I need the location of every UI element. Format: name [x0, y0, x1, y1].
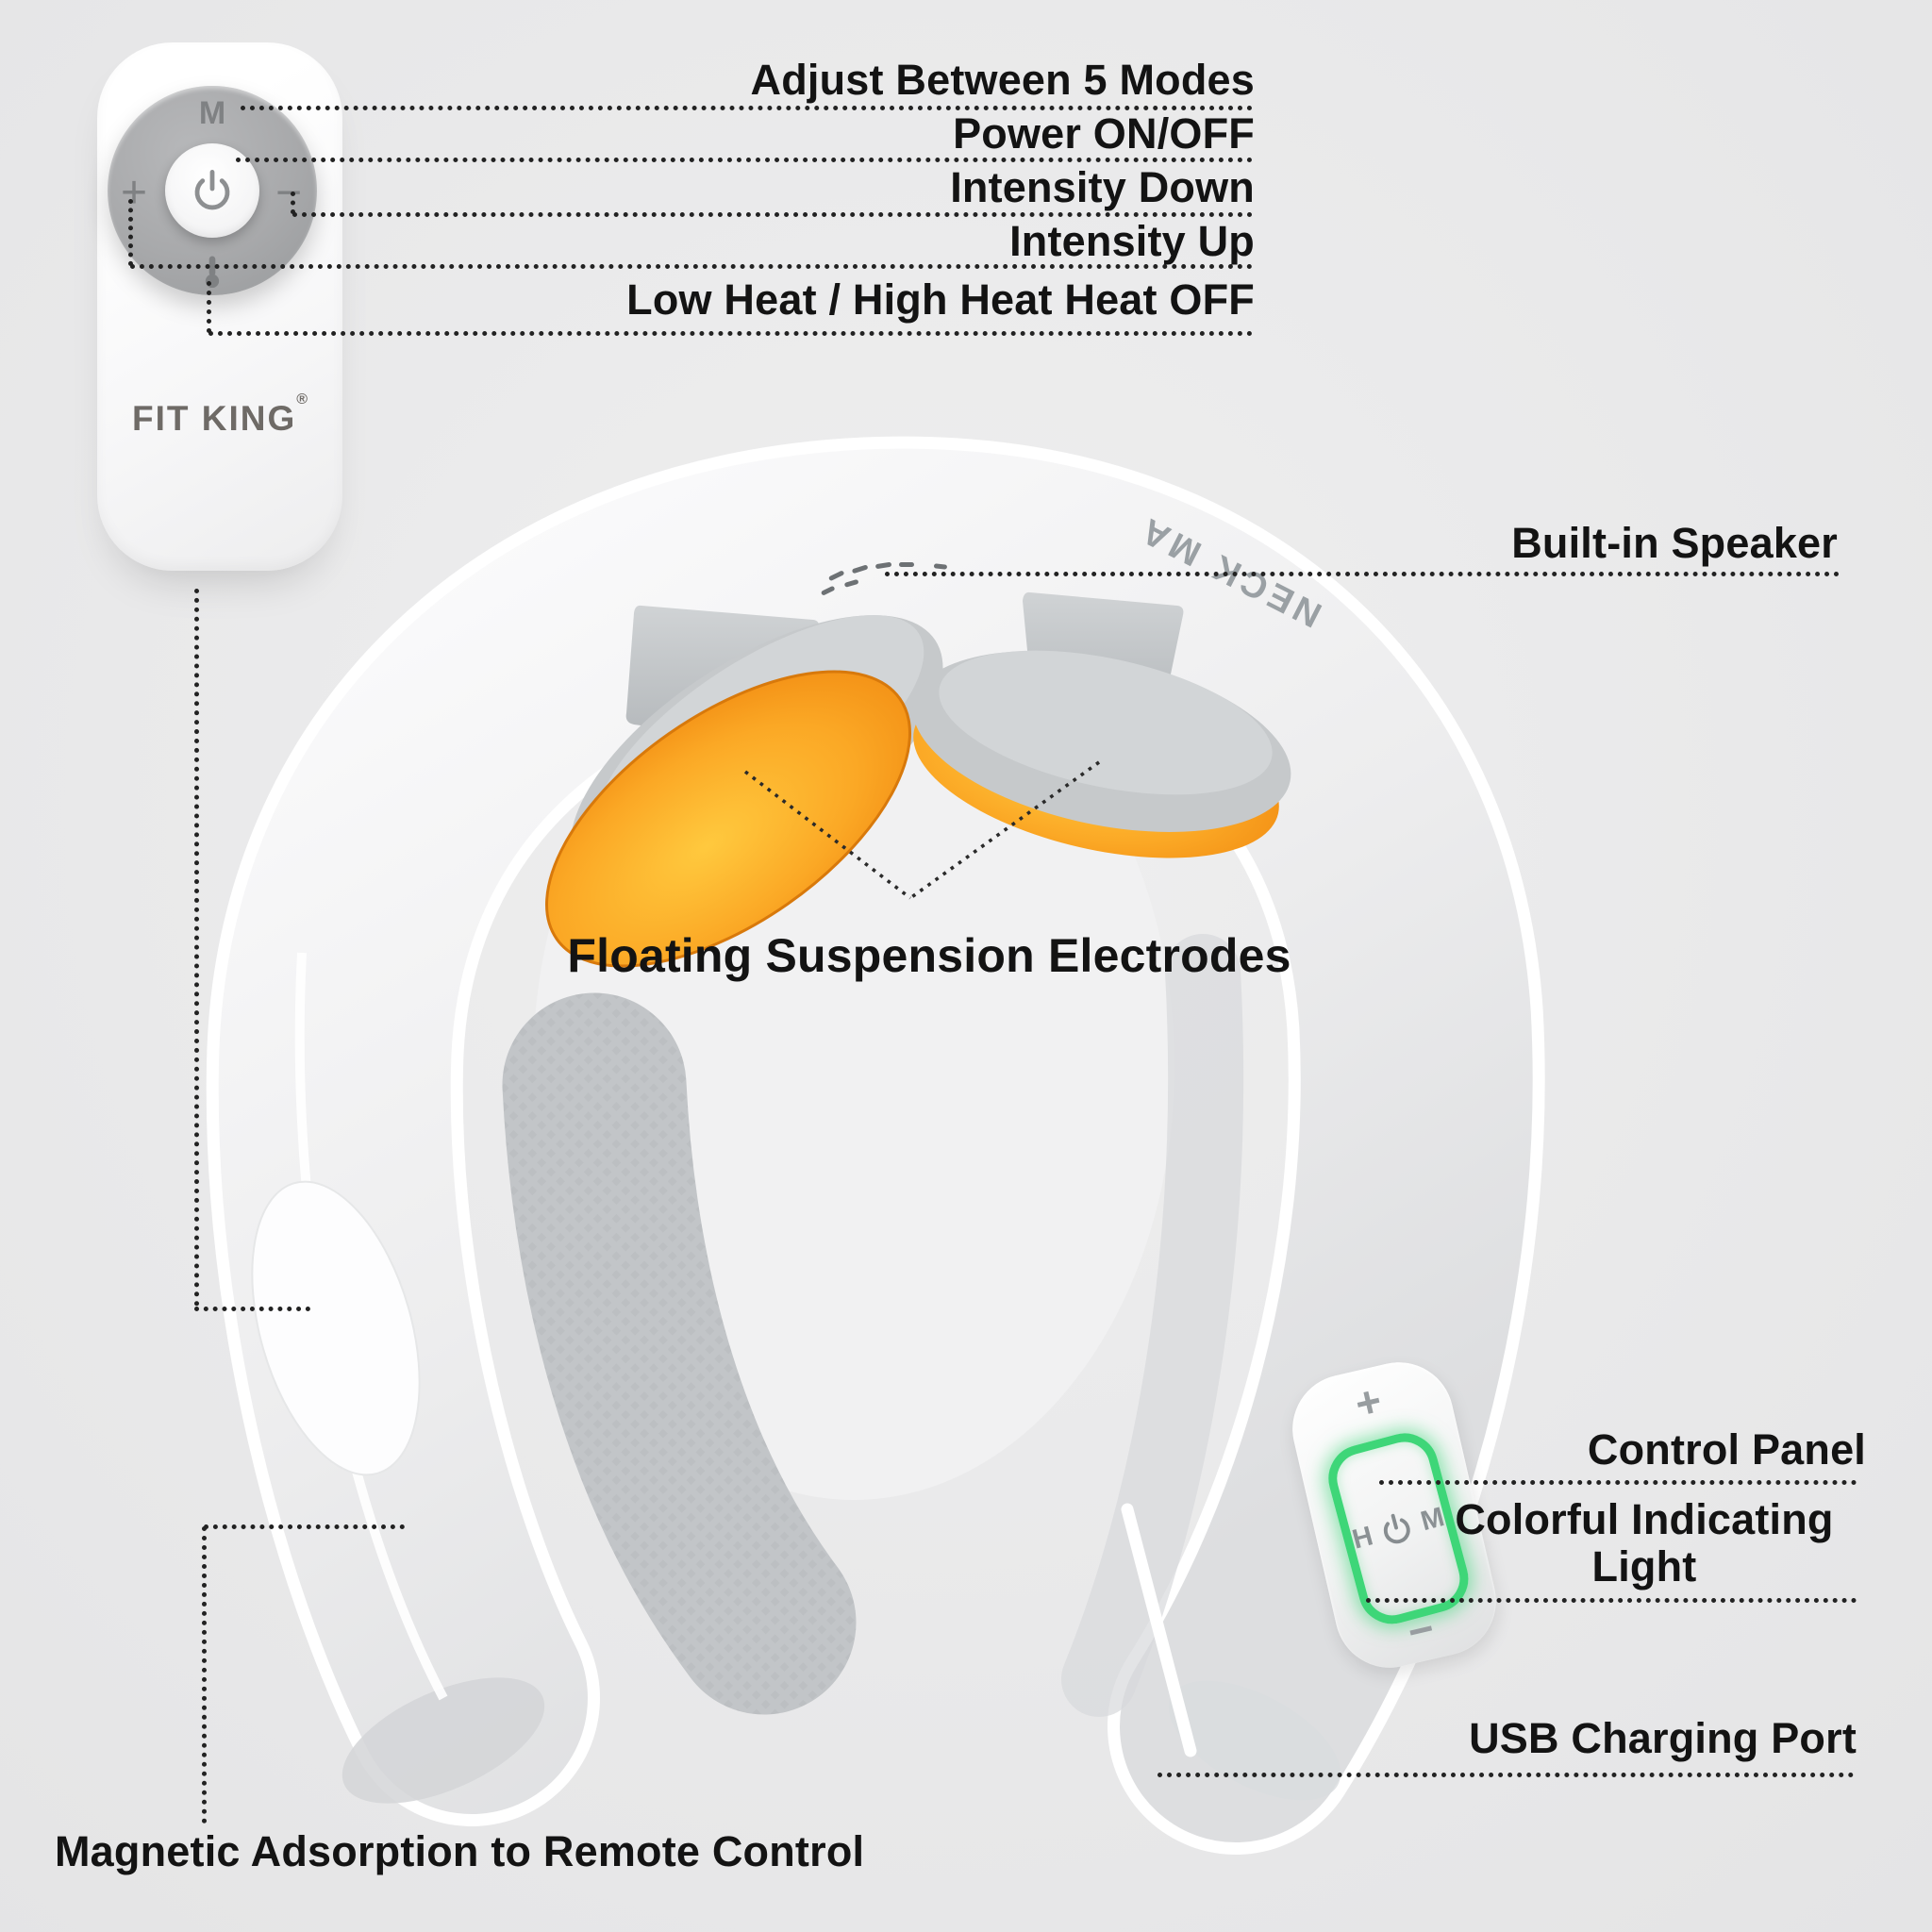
- leader-line-magnetic-v: [202, 1526, 207, 1824]
- registered-mark: ®: [296, 391, 308, 408]
- callout-adjust-modes: Adjust Between 5 Modes: [750, 56, 1255, 104]
- leader-line-remote-to-pad-h: [194, 1307, 310, 1311]
- panel-heat-button: H: [1349, 1520, 1376, 1556]
- leader-line-speaker: [885, 572, 1840, 576]
- leader-line-magnetic-h: [204, 1524, 405, 1529]
- callout-indicating-light: Colorful Indicating Light: [1455, 1495, 1834, 1591]
- device-control-panel: + H M −: [1281, 1351, 1507, 1679]
- remote-intensity-up-button: +: [121, 168, 148, 218]
- magnetic-pad: [251, 1180, 421, 1476]
- callout-electrodes: Floating Suspension Electrodes: [567, 929, 1291, 982]
- callout-intensity-up: Intensity Up: [1009, 217, 1255, 265]
- right-tip-shade: [1168, 1680, 1341, 1801]
- heat-button: [108, 254, 317, 290]
- inner-silicone-panel: [502, 992, 857, 1715]
- callout-heat-modes: Low Heat / High Heat Heat OFF: [626, 275, 1255, 324]
- power-icon: [194, 170, 230, 210]
- leader-line-remote-to-pad-v: [194, 589, 199, 1307]
- thermometer-icon: [205, 256, 220, 289]
- inner-right-shade: [1061, 934, 1244, 1717]
- left-tip-shade: [341, 1677, 545, 1804]
- remote-control: M + − FIT KING®: [97, 42, 342, 571]
- remote-mode-button: M: [198, 95, 226, 131]
- callout-magnetic: Magnetic Adsorption to Remote Control: [55, 1827, 865, 1875]
- callout-usb: USB Charging Port: [1469, 1714, 1857, 1762]
- leader-line-usb: [1158, 1773, 1854, 1777]
- leader-line-intensity-down-v: [291, 192, 295, 214]
- leader-line-intensity-up-v: [128, 199, 133, 266]
- leader-line-electrodes: [743, 760, 1101, 900]
- leader-line-adjust-modes: [241, 106, 1253, 110]
- remote-intensity-down-button: −: [275, 168, 302, 218]
- power-icon: [1384, 1513, 1411, 1544]
- leader-line-indicating-light: [1366, 1598, 1857, 1603]
- left-electrode: [545, 615, 943, 968]
- indicating-light-ring: H M: [1321, 1425, 1476, 1632]
- callout-power-onoff: Power ON/OFF: [953, 109, 1255, 158]
- callout-control-panel: Control Panel: [1587, 1425, 1866, 1474]
- remote-dial: M + −: [108, 86, 317, 295]
- leader-line-intensity-down: [292, 212, 1253, 217]
- leader-line-heat-v: [207, 281, 211, 333]
- callout-speaker: Built-in Speaker: [1511, 519, 1838, 567]
- leader-line-heat: [208, 331, 1253, 336]
- brand-text: FIT KING: [131, 399, 297, 438]
- right-edge-highlight: [1121, 1503, 1197, 1757]
- leader-line-power: [236, 158, 1253, 162]
- leader-line-control-panel: [1379, 1480, 1857, 1485]
- right-electrode: [912, 650, 1291, 858]
- speaker-holes: [821, 561, 947, 595]
- leader-line-intensity-up: [130, 264, 1253, 269]
- callout-intensity-down: Intensity Down: [950, 163, 1255, 211]
- left-electrode-heat-pad: [545, 670, 911, 968]
- brand-logo: FIT KING®: [97, 391, 342, 439]
